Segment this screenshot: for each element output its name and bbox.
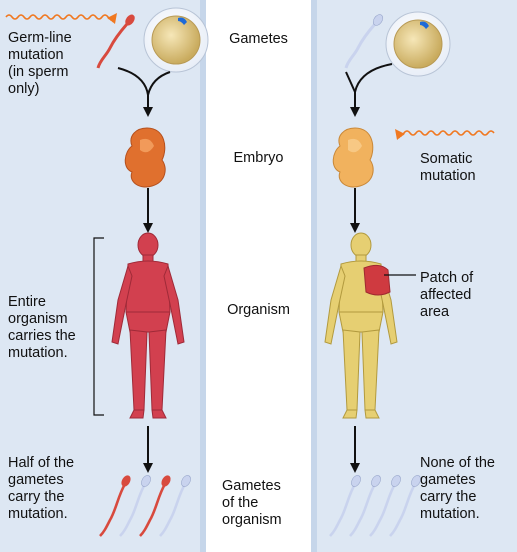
right-panel-edge — [311, 0, 317, 552]
sperm-icon — [119, 475, 151, 537]
sperm-icon — [389, 475, 421, 537]
gamete-sperm-group — [329, 475, 421, 537]
entire-organism-label: Entire organism carries the mutation. — [8, 294, 76, 361]
somatic-mutation-label: Somatic mutation — [420, 151, 476, 184]
sperm-icon — [159, 475, 191, 537]
gamete-sperm-group — [99, 475, 191, 537]
sperm-icon — [344, 14, 384, 69]
human-figure-icon — [324, 232, 398, 419]
embryo-icon — [332, 127, 374, 188]
organism-label: Organism — [227, 302, 290, 318]
sperm-icon — [329, 475, 361, 537]
organism-bracket — [93, 237, 104, 416]
half-gametes-label: Half of the gametes carry the mutation. — [8, 455, 75, 522]
wavy-arrow-icon — [394, 129, 495, 141]
merge-arrow — [117, 67, 171, 117]
left-panel-edge — [200, 0, 206, 552]
patch-of-affected-area-label: Patch of affected area — [420, 270, 474, 320]
no-gametes-label: None of the gametes carry the mutation. — [420, 455, 495, 522]
egg-icon — [385, 11, 451, 77]
egg-icon — [143, 7, 209, 73]
germline-mutation-label: Germ-line mutation (in sperm only) — [8, 30, 72, 97]
sperm-icon — [99, 475, 131, 537]
gametes-label: Gametes — [229, 31, 288, 47]
embryo-label: Embryo — [233, 150, 284, 166]
sperm-icon — [369, 475, 401, 537]
sperm-icon — [96, 14, 135, 69]
affected-patch — [363, 264, 391, 296]
gametes-of-organism-label: Gametes of the organism — [222, 478, 282, 528]
wavy-arrow-icon — [5, 13, 118, 25]
sperm-icon — [349, 475, 381, 537]
embryo-icon — [124, 127, 166, 188]
sperm-icon — [139, 475, 171, 537]
merge-arrow — [345, 63, 393, 117]
human-figure-icon — [111, 232, 185, 419]
